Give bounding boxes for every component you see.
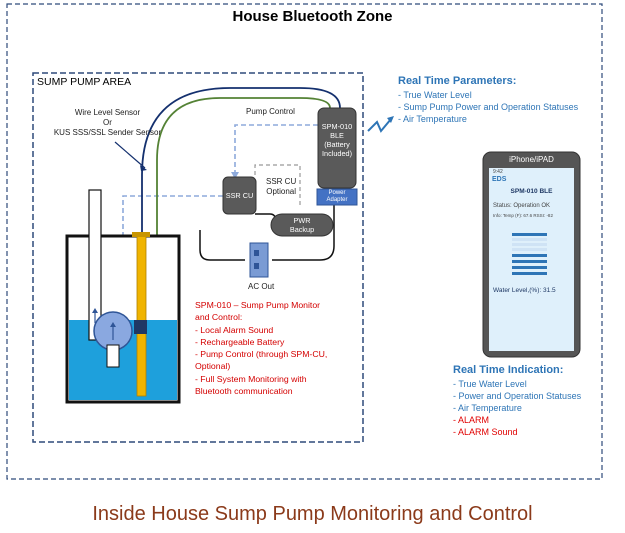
spm-box xyxy=(317,107,357,189)
ssr-note-line1: SSR CU xyxy=(266,177,297,186)
bluetooth-signal xyxy=(367,118,392,133)
pwr-backup-line2: Backup xyxy=(289,225,315,234)
indication-item: - Power and Operation Statuses xyxy=(453,391,582,401)
ssr-cu-box xyxy=(222,176,257,215)
realtime-param-item: - True Water Level xyxy=(398,90,472,100)
ac-out-box xyxy=(249,242,269,278)
realtime-param-item: - Sump Pump Power and Operation Statuses xyxy=(398,102,579,112)
sensor-pointer-arrow xyxy=(140,165,147,171)
level-bar-8 xyxy=(512,272,547,275)
footer-caption: Inside House Sump Pump Monitoring and Co… xyxy=(92,503,533,525)
phone-status: Status: Operation OK xyxy=(493,203,551,209)
realtime-indication-list: - True Water Level - Power and Operation… xyxy=(453,378,581,438)
phone-logo: EDS xyxy=(492,176,507,183)
power-adapter-line2: Adapter xyxy=(326,197,348,203)
house-zone-border xyxy=(6,3,603,480)
realtime-params-title: Real Time Parameters: xyxy=(398,75,517,87)
pump-control-line xyxy=(234,124,318,175)
pwr-backup-label: PWR Backup xyxy=(271,216,333,234)
level-bar-5 xyxy=(512,254,547,257)
level-bar-1 xyxy=(512,233,547,236)
indication-item-alarm: - ALARM Sound xyxy=(453,427,518,437)
spm-box-line3: (Battery xyxy=(324,140,350,149)
sensor-label-line1: Wire Level Sensor xyxy=(74,108,141,117)
ac-socket-top xyxy=(254,250,259,256)
sensor-label-line3: KUS SSS/SSL Sender Sensor xyxy=(53,128,162,137)
phone-app-title: SPM-010 BLE xyxy=(510,188,553,195)
sensor-label-line2: Or xyxy=(103,118,112,127)
discharge-pipe xyxy=(88,189,102,341)
spm-box-line2: BLE xyxy=(330,131,344,140)
realtime-params: Real Time Parameters: - True Water Level… xyxy=(398,75,578,125)
zone-title: House Bluetooth Zone xyxy=(232,8,393,25)
level-bar-7 xyxy=(512,266,547,269)
pump-base xyxy=(106,344,120,368)
spm-box-label: SPM-010 BLE (Battery Included) xyxy=(318,122,356,158)
power-cable-left xyxy=(199,230,245,261)
level-sensor-rod xyxy=(136,235,147,397)
indication-item-alarm: - ALARM xyxy=(453,415,490,425)
level-bar-2 xyxy=(512,238,547,241)
ssr-box-label: SSR CU xyxy=(225,191,254,200)
spm-description: SPM-010 – Sump Pump Monitor and Control:… xyxy=(195,299,327,397)
level-bar-6 xyxy=(512,260,547,263)
phone-screen xyxy=(489,168,574,351)
pump-arrow-head xyxy=(110,322,116,327)
power-cable-right xyxy=(272,200,335,261)
spm-feature-item: - Local Alarm Sound xyxy=(195,324,274,335)
spm-description-title-1: SPM-010 – Sump Pump Monitor xyxy=(195,300,321,310)
spm-description-title-2: and Control: xyxy=(195,312,243,323)
sensor-pointer xyxy=(114,141,146,169)
level-sensor-float xyxy=(134,320,147,334)
realtime-param-item: - Air Temperature xyxy=(398,114,467,124)
spm-feature-item: - Full System Monitoring with xyxy=(195,373,307,384)
power-adapter-line1: Power xyxy=(328,190,346,196)
phone-title: iPhone/iPAD xyxy=(509,155,554,164)
spm-feature-item: Optional) xyxy=(195,361,231,372)
level-sensor-cap xyxy=(132,232,150,237)
pump-control-label: Pump Control xyxy=(246,107,295,116)
ssr-to-pump-line xyxy=(122,195,223,236)
pwr-backup-line1: PWR xyxy=(293,216,311,225)
ac-out-label: AC Out xyxy=(248,282,275,291)
spm-description-list: - Local Alarm Sound - Rechargeable Batte… xyxy=(195,324,327,398)
sensor-wire xyxy=(141,87,341,236)
spm-feature-item: Bluetooth communication xyxy=(195,386,293,397)
phone-info: Info: Temp (F): 67.6 RSSI: -82 xyxy=(493,213,553,218)
power-adapter xyxy=(316,188,358,206)
power-adapter-label: Power Adapter xyxy=(317,190,357,204)
ssr-note: SSR CU Optional xyxy=(266,177,296,197)
pump-control-arrow xyxy=(231,172,239,179)
bluetooth-signal-arrow xyxy=(387,116,394,123)
spm-feature-item: - Pump Control (through SPM-CU, xyxy=(195,349,328,360)
level-bar-4 xyxy=(512,248,547,251)
ac-socket-bottom xyxy=(254,263,259,269)
sump-area-title: SUMP PUMP AREA xyxy=(37,76,132,88)
spm-box-line4: Included) xyxy=(321,149,353,158)
pwr-backup-box xyxy=(270,213,334,237)
level-bar-3 xyxy=(512,243,547,246)
ssr-note-line2: Optional xyxy=(266,187,297,196)
sump-area-border xyxy=(32,72,364,443)
spm-box-line1: SPM-010 xyxy=(321,122,353,131)
phone-time: 9:42 xyxy=(493,169,503,175)
green-wire xyxy=(156,97,331,300)
realtime-indication: Real Time Indication: - True Water Level… xyxy=(453,364,581,438)
spm-feature-item: - Rechargeable Battery xyxy=(195,336,285,347)
sensor-label: Wire Level Sensor Or KUS SSS/SSL Sender … xyxy=(50,108,165,138)
indication-item: - Air Temperature xyxy=(453,403,522,413)
realtime-params-list: - True Water Level - Sump Pump Power and… xyxy=(398,89,578,125)
phone-water-level: Water Level,(%): 31.5 xyxy=(493,287,556,294)
realtime-indication-title: Real Time Indication: xyxy=(453,364,564,376)
pipe-arrow-head xyxy=(92,308,98,313)
indication-item: - True Water Level xyxy=(453,379,527,389)
